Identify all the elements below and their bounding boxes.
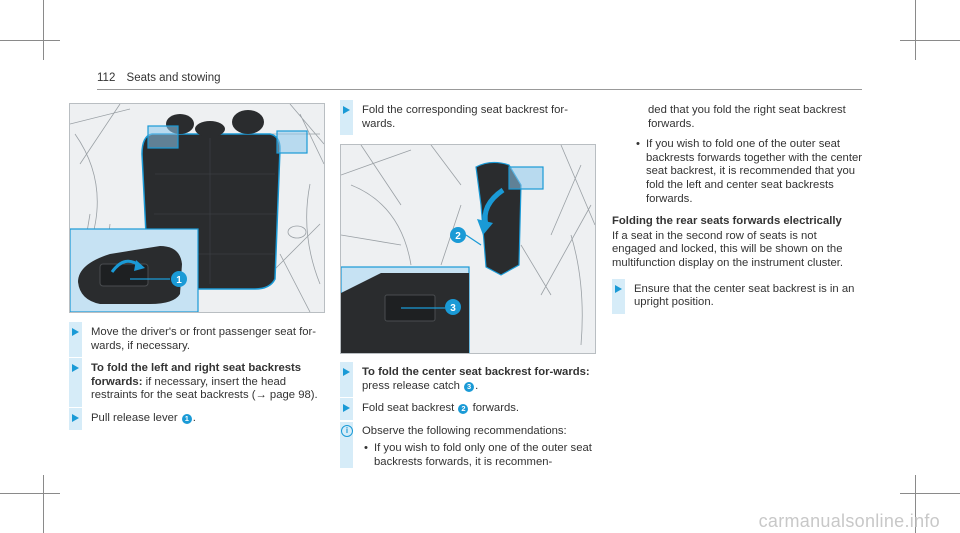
step-arrow-icon — [72, 413, 79, 422]
continued-text: ded that you fold the right seat backres… — [648, 104, 846, 130]
center-seat-illustration: 2 3 — [341, 145, 595, 353]
right-column: ded that you fold the right seat backres… — [612, 104, 862, 319]
page-number: 112 — [97, 72, 116, 84]
step-fold-corresponding: Fold the corresponding seat backrest for… — [340, 100, 595, 136]
figure-rear-seats-center: 2 3 — [340, 144, 596, 354]
step-arrow-icon — [343, 404, 350, 413]
step-pull-lever: Pull release lever 1. — [69, 407, 329, 430]
callout-badge: 3 — [464, 381, 475, 392]
step-arrow-icon — [615, 284, 622, 293]
step-fold-outer: To fold the left and right seat backrest… — [69, 358, 329, 407]
header-divider — [97, 89, 862, 90]
paragraph-electric: If a seat in the second row of seats is … — [612, 229, 844, 269]
list-item: •If you wish to fold one of the outer se… — [636, 138, 862, 205]
step-fold-backrest: Fold seat backrest 2 forwards. — [340, 398, 595, 420]
left-column: Move the driver's or front passenger sea… — [69, 322, 329, 435]
rear-seat-illustration: 1 — [70, 104, 324, 312]
watermark-logo: carmanualsonline.info — [758, 511, 940, 531]
callout-1: 1 — [176, 275, 182, 286]
callout-2: 2 — [455, 231, 461, 242]
middle-column: To fold the center seat backrest for-war… — [340, 362, 595, 473]
step-ensure-upright: Ensure that the center seat backrest is … — [612, 278, 862, 314]
step-arrow-icon — [343, 106, 350, 114]
subheading-electric: Folding the rear seats forwards electric… — [612, 215, 842, 228]
info-icon: i — [341, 424, 353, 437]
step-arrow-icon — [72, 364, 79, 373]
callout-badge: 1 — [181, 413, 192, 424]
step-move-seat: Move the driver's or front passenger sea… — [69, 322, 329, 358]
page-header: 112 Seats and stowing — [97, 72, 221, 84]
step-arrow-icon — [72, 328, 79, 336]
callout-3: 3 — [450, 303, 456, 314]
note-observe: i Observe the following recommendations: — [340, 421, 595, 469]
figure-rear-seats-left: 1 — [69, 103, 325, 313]
step-arrow-icon — [343, 368, 350, 376]
callout-badge: 2 — [458, 404, 469, 415]
section-title: Seats and stowing — [126, 72, 221, 84]
middle-column-top: Fold the corresponding seat backrest for… — [340, 100, 595, 140]
list-item: •If you wish to fold only one of the out… — [364, 442, 592, 468]
step-fold-center: To fold the center seat backrest for-war… — [340, 362, 595, 398]
